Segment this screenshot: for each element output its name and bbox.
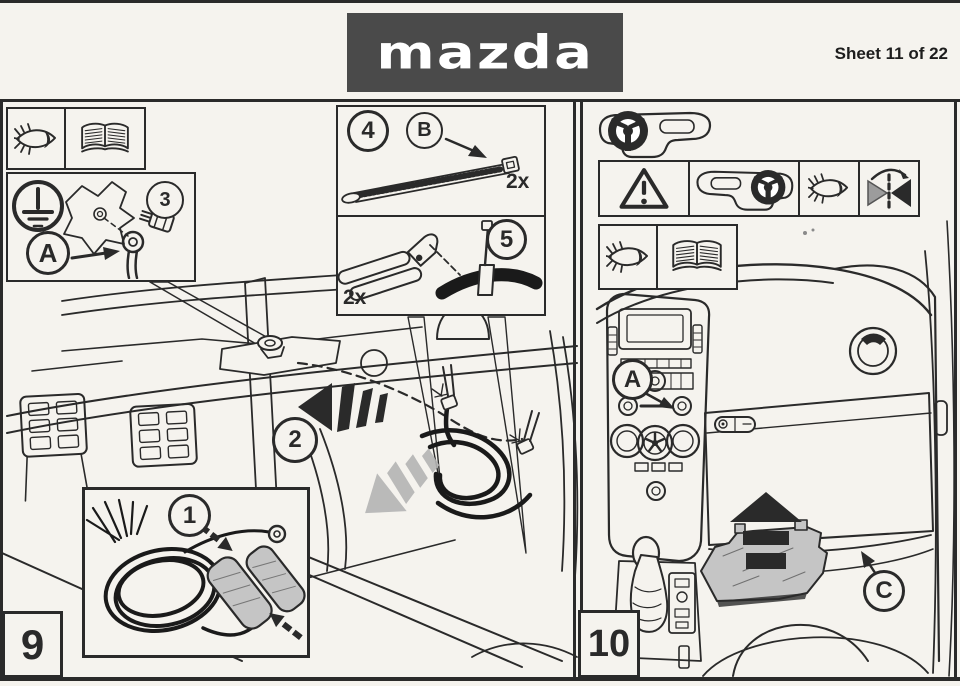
step9-number-box: 9 [2, 611, 63, 678]
callout-3: 3 [146, 181, 184, 219]
mazda-logo-text: mazda [376, 25, 594, 80]
cable-tie-drawing [341, 155, 520, 204]
cable-tie-cell [338, 107, 544, 217]
round-air-vent [848, 326, 898, 376]
lhd-dashboard-icon [598, 111, 712, 159]
sheet-number-label: Sheet 11 of 22 [834, 44, 948, 63]
top-edge-rule [0, 0, 960, 3]
cut-qty: 2x [343, 286, 367, 309]
steering-wheel-icon [608, 111, 648, 151]
pliers-drawing [338, 233, 439, 301]
callout-a-step9: A [26, 231, 70, 275]
mazda-logo: mazda [347, 13, 623, 92]
tie-being-cut [435, 220, 543, 300]
body-panel-patch [63, 181, 135, 255]
insert-arrow-2 [269, 613, 303, 640]
harness-bundle [419, 398, 533, 520]
callout-5: 5 [486, 219, 527, 260]
callout-a-arrowhead [103, 247, 120, 260]
manual-book-icon [66, 109, 144, 168]
ghost-arrow [365, 448, 440, 514]
callout-a2-arrowhead [658, 397, 675, 409]
callout-2: 2 [272, 417, 318, 463]
legend-observe-manual-right [598, 224, 738, 290]
cut-tie-cell [338, 217, 544, 312]
step9-number: 9 [20, 620, 45, 668]
removal-arrow [730, 492, 802, 569]
content-bottom-rule [0, 677, 960, 681]
callout-c-arrowhead [861, 551, 875, 568]
eye-icon-warning [800, 162, 860, 215]
cable-tie-icon [341, 137, 520, 204]
content-top-rule [0, 99, 960, 102]
pliers-icon [338, 220, 543, 301]
glove-box-door [704, 392, 934, 546]
callout-a-arrow-line [70, 251, 108, 260]
warning-triangle-svg [619, 167, 669, 209]
content-right-rule [954, 99, 957, 681]
push-direction-arrow [298, 383, 388, 432]
panel-divider-right [580, 99, 583, 681]
legend-observe-manual [6, 107, 146, 170]
content-left-rule [0, 99, 3, 681]
eye-icon-svg [14, 122, 56, 155]
switch-bank-left [19, 392, 89, 502]
ground-symbol-icon [12, 180, 64, 232]
book-icon-svg-2 [672, 240, 722, 271]
wire-coil [103, 547, 223, 633]
mirror-image-icon [860, 162, 918, 215]
step9-dashboard-drawing [2, 268, 579, 668]
book-icon-svg [81, 122, 129, 152]
panel-divider-left [573, 99, 576, 681]
ring-terminal [267, 524, 287, 544]
rhd-dashboard-svg [696, 169, 794, 211]
connector-halves [206, 545, 306, 630]
manual-book-icon-right [658, 226, 736, 288]
callout-a-step10: A [612, 359, 653, 400]
callout-4: 4 [347, 110, 389, 152]
mirror-image-svg [867, 168, 911, 211]
eye-icon [8, 109, 66, 168]
warning-triangle-icon [600, 162, 690, 215]
frayed-wire-ends [85, 498, 149, 544]
warning-legend-row [598, 160, 920, 217]
step10-number: 10 [587, 622, 631, 665]
routing-dashed-path [296, 361, 524, 442]
switch-bank-right [129, 402, 198, 468]
eye-icon-svg-3 [606, 241, 648, 273]
callout-b: B [406, 112, 443, 149]
cable-tie-qty: 2x [506, 170, 530, 193]
eye-icon-svg-2 [808, 173, 849, 204]
harness-kit-drawing [85, 498, 306, 640]
tie-point-1 [431, 364, 458, 411]
tie-point-2 [509, 410, 540, 455]
step10-number-box: 10 [578, 610, 640, 678]
eye-icon-right [600, 226, 658, 288]
ground-bolt [257, 335, 285, 359]
callout-c: C [863, 570, 905, 612]
rhd-dashboard-icon [690, 162, 800, 215]
callout-1: 1 [168, 494, 211, 537]
center-stack [605, 292, 711, 563]
